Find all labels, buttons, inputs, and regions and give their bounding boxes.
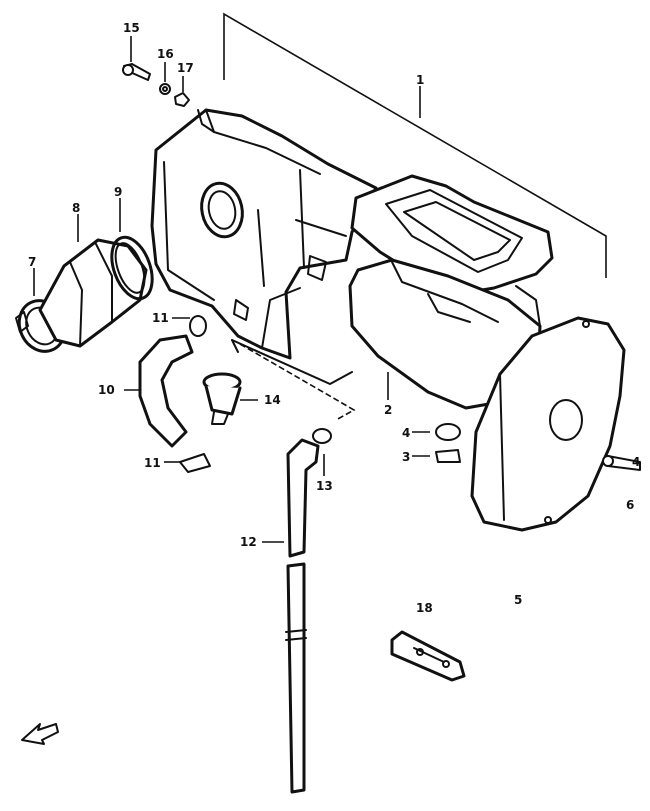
callout-4-cover-screw: 4 bbox=[632, 455, 640, 469]
part-4-grommet bbox=[412, 423, 461, 441]
callout-11-lower: 11 bbox=[144, 456, 161, 470]
callout-18: 18 bbox=[416, 601, 433, 615]
callout-7: 7 bbox=[28, 255, 36, 269]
part-11-clip-lower bbox=[164, 453, 211, 473]
callout-11-upper: 11 bbox=[152, 311, 169, 325]
part-13-clip bbox=[312, 428, 332, 476]
part-18-plate bbox=[390, 630, 466, 682]
part-14-drain-cap bbox=[202, 372, 258, 425]
part-12-drain-hose bbox=[262, 438, 320, 794]
callout-5: 5 bbox=[514, 593, 522, 607]
assembly-1-bracket bbox=[223, 12, 607, 278]
part-10-hose bbox=[124, 334, 194, 448]
part-5-air-cleaner-cover bbox=[470, 316, 626, 532]
callout-3: 3 bbox=[402, 450, 410, 464]
part-17-nut bbox=[174, 76, 190, 107]
front-arrow-icon bbox=[21, 723, 59, 745]
part-11-clip-upper bbox=[172, 315, 207, 337]
callout-10: 10 bbox=[98, 383, 115, 397]
callout-17: 17 bbox=[177, 61, 194, 75]
callout-13: 13 bbox=[316, 479, 333, 493]
callout-14: 14 bbox=[264, 393, 281, 407]
callout-12: 12 bbox=[240, 535, 257, 549]
callout-8: 8 bbox=[72, 201, 80, 215]
part-16-washer bbox=[159, 62, 171, 95]
callout-2: 2 bbox=[384, 403, 392, 417]
callout-15: 15 bbox=[123, 21, 140, 35]
part-9-seal-ring bbox=[110, 198, 154, 301]
part-8-intake-boot bbox=[38, 214, 148, 348]
callout-1: 1 bbox=[416, 73, 424, 87]
callout-9: 9 bbox=[114, 185, 122, 199]
part-1-air-cleaner-case bbox=[150, 108, 378, 385]
callout-4: 4 bbox=[402, 426, 410, 440]
callout-16: 16 bbox=[157, 47, 174, 61]
part-15-bolt bbox=[122, 36, 151, 81]
part-6-screw bbox=[602, 455, 641, 471]
part-3-collar bbox=[412, 449, 461, 463]
callout-labels: 1 2 3 4 4 5 6 7 8 9 10 11 11 12 13 14 15… bbox=[28, 21, 640, 615]
callout-6: 6 bbox=[626, 498, 634, 512]
connection-lines bbox=[239, 343, 356, 421]
